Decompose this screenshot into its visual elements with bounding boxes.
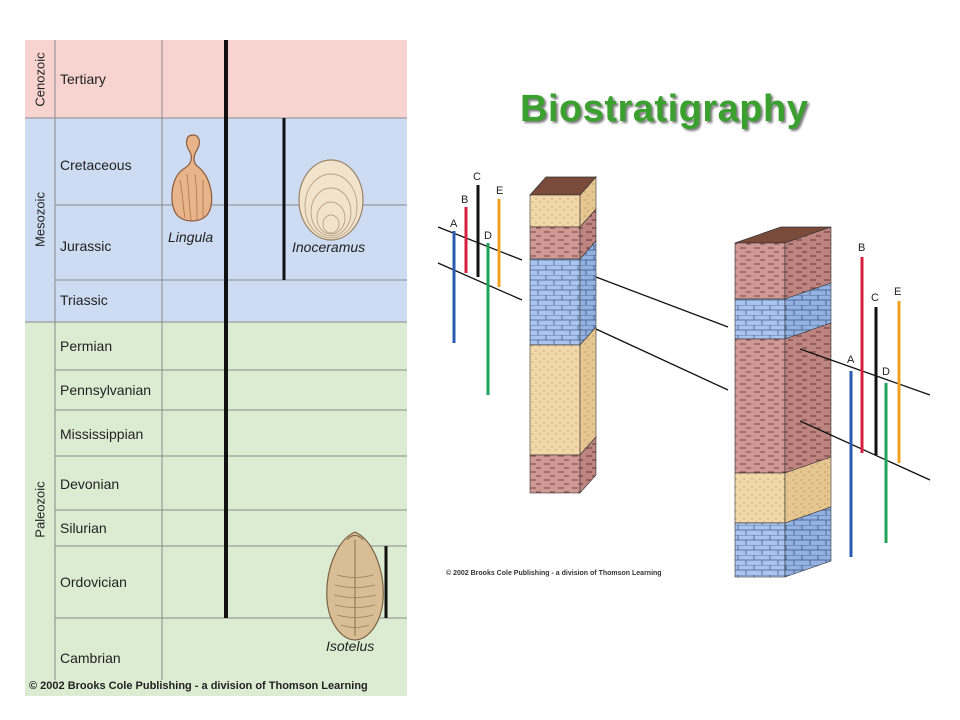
diagram-copyright: © 2002 Brooks Cole Publishing - a divisi… <box>446 570 662 577</box>
right-letter-c: C <box>871 292 879 304</box>
isotelus-fossil <box>326 531 384 641</box>
period-cretaceous: Cretaceous <box>60 157 132 173</box>
lingula-fossil <box>171 134 213 222</box>
period-devonian: Devonian <box>60 476 120 492</box>
era-label-cenozoic: Cenozoic <box>32 52 48 107</box>
right-range-lines <box>849 257 901 557</box>
page-title: Biostratigraphy <box>520 88 809 130</box>
fossil-label-isotelus: Isotelus <box>326 638 375 654</box>
period-ordovician: Ordovician <box>60 574 127 590</box>
era-label-mesozoic: Mesozoic <box>32 192 48 247</box>
left-range-lines <box>452 185 501 395</box>
left-letter-d: D <box>484 230 492 242</box>
right-rock-column <box>734 226 832 578</box>
fossil-label-lingula: Lingula <box>168 229 214 245</box>
correlation-lines <box>437 226 931 481</box>
inoceramus-fossil <box>298 159 364 241</box>
fossil-label-inoceramus: Inoceramus <box>292 239 366 255</box>
period-permian: Permian <box>60 338 113 354</box>
period-cambrian: Cambrian <box>60 650 121 666</box>
era-label-paleozoic: Paleozoic <box>32 481 48 538</box>
left-letter-e: E <box>496 185 503 197</box>
period-pennsylvanian: Pennsylvanian <box>60 382 152 398</box>
time-chart: Cenozoic Mesozoic Paleozoic Tertiary Cre… <box>25 40 407 696</box>
chart-copyright: © 2002 Brooks Cole Publishing - a divisi… <box>29 680 368 692</box>
right-letter-a: A <box>847 354 855 366</box>
correlation-diagram: A B C D E A B C D E <box>437 171 931 578</box>
period-triassic: Triassic <box>60 292 108 308</box>
left-letter-b: B <box>461 194 468 206</box>
right-letter-d: D <box>882 366 890 378</box>
period-tertiary: Tertiary <box>60 71 106 87</box>
left-letter-c: C <box>473 171 481 183</box>
left-rock-column <box>529 176 597 494</box>
right-letter-e: E <box>894 286 901 298</box>
time-chart-graphic <box>25 40 407 696</box>
right-letter-b: B <box>858 242 865 254</box>
left-letter-a: A <box>450 218 458 230</box>
period-jurassic: Jurassic <box>60 238 112 254</box>
period-silurian: Silurian <box>60 520 107 536</box>
period-mississippian: Mississippian <box>60 426 144 442</box>
era-band-cenozoic <box>25 40 407 118</box>
